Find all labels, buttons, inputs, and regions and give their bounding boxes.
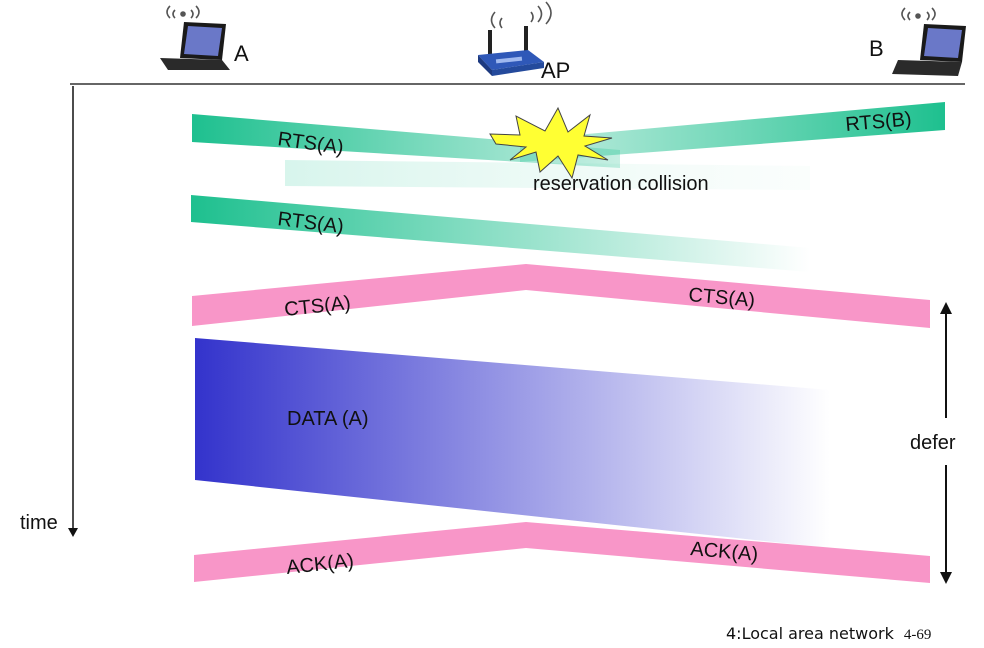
laptop-icon: [892, 24, 966, 76]
node-a-label: A: [234, 41, 249, 66]
rts-a-retry: RTS(A): [191, 195, 810, 272]
defer-interval: defer: [910, 302, 956, 584]
cts-right-label: CTS(A): [688, 284, 756, 312]
time-axis-label: time: [20, 512, 58, 534]
wireless-router-icon: [478, 26, 544, 76]
node-a: A: [160, 5, 249, 70]
defer-label: defer: [910, 432, 956, 454]
arrow-down-icon: [940, 572, 952, 584]
collision-burst-icon: [489, 106, 613, 180]
collision-label: reservation collision: [533, 173, 709, 195]
collision-fade-band: [285, 160, 810, 190]
node-ap-label: AP: [541, 58, 570, 83]
footer-title: 4:Local area network: [726, 624, 894, 643]
time-axis: time: [20, 86, 78, 537]
data-label: DATA (A): [287, 408, 368, 430]
page-number: 4-69: [903, 627, 932, 643]
slide-footer: 4:Local area network 4-69: [726, 624, 931, 644]
rts-collision-phase: RTS(A) RTS(B) reservation collision: [192, 102, 945, 195]
cts-band: [192, 264, 930, 328]
rts-b-signal-band: [520, 102, 945, 162]
node-ap: AP: [478, 1, 570, 83]
wifi-signal-icon: [901, 7, 936, 21]
node-b: B: [869, 7, 966, 76]
rts-a-retry-band: [191, 195, 810, 272]
rts-a-signal-band: [192, 114, 620, 168]
cts-phase: CTS(A) CTS(A): [192, 264, 930, 328]
node-b-label: B: [869, 36, 884, 61]
wifi-signal-icon: [166, 5, 200, 19]
laptop-icon: [160, 22, 230, 70]
data-band: [195, 338, 830, 548]
wifi-signal-icon: [490, 1, 552, 29]
arrow-up-icon: [940, 302, 952, 314]
ack-band: [194, 522, 930, 583]
data-phase: DATA (A): [195, 338, 830, 548]
